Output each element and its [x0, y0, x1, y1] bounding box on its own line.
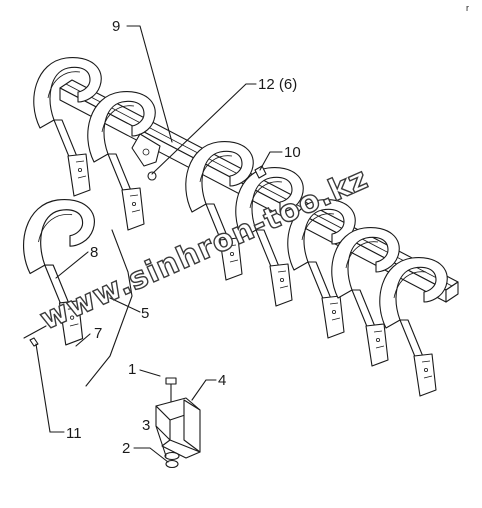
callout-10: 10 [284, 144, 301, 161]
callout-8: 8 [90, 244, 98, 261]
clamp-assembly [155, 377, 201, 469]
callout-12: 12 (6) [258, 76, 297, 93]
callout-1: 1 [128, 361, 136, 378]
corner-mark: r [466, 3, 469, 13]
bolt-part-10 [254, 165, 267, 179]
callout-9: 9 [112, 18, 120, 35]
callout-4: 4 [218, 372, 226, 389]
callout-7: 7 [94, 325, 102, 342]
pin-part-11 [23, 325, 47, 347]
callout-3: 3 [142, 417, 150, 434]
callout-5: 5 [141, 305, 149, 322]
bracket-part-12 [131, 133, 161, 181]
callout-2: 2 [122, 440, 130, 457]
callout-11: 11 [66, 425, 82, 442]
leader-lines [35, 25, 283, 463]
